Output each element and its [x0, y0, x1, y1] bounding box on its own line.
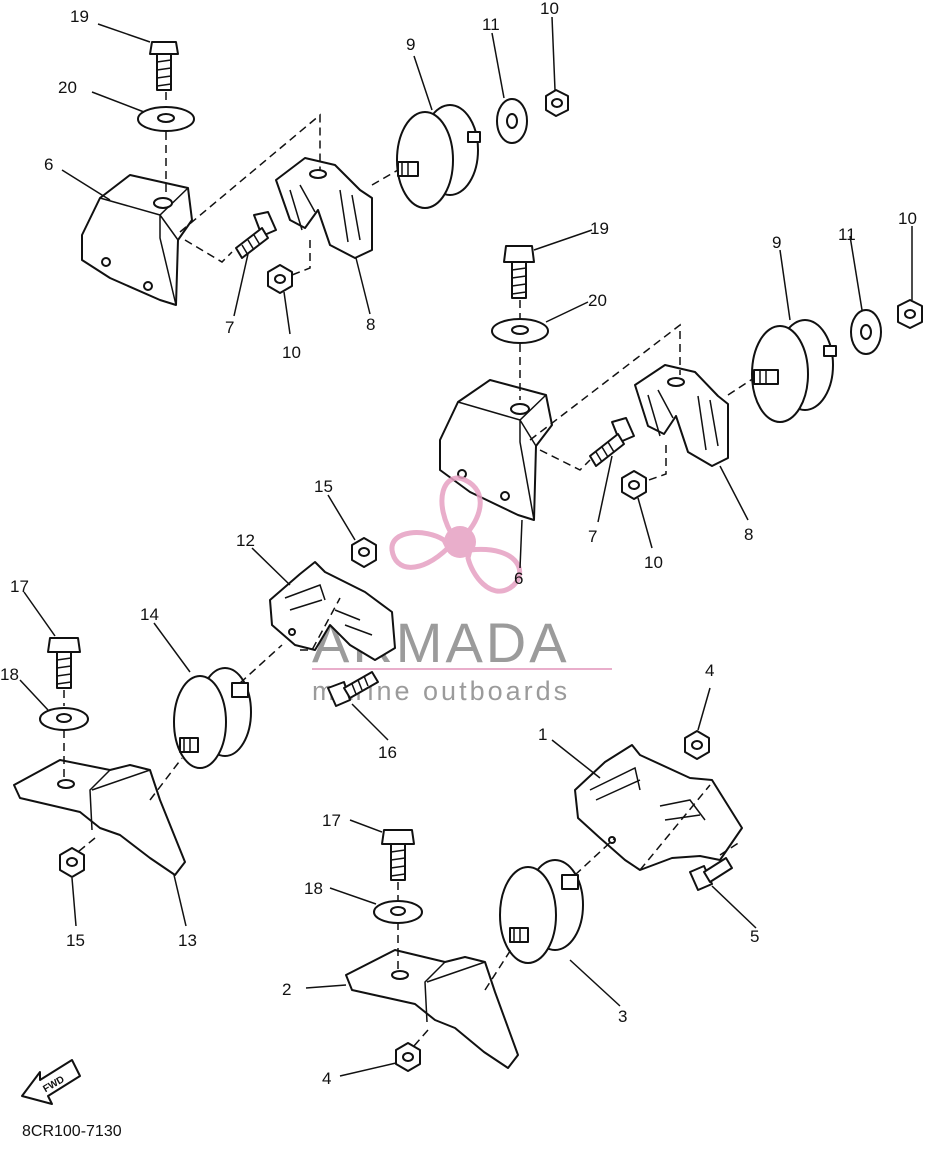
bracket-6-lower: [439, 379, 553, 521]
bracket-6-upper: [81, 174, 193, 306]
callout-16: 16: [378, 743, 397, 762]
callout-12: 12: [236, 531, 255, 550]
rubber-mount-9-lower: [751, 319, 837, 423]
bracket-8-upper: [275, 157, 373, 259]
callout-20: 20: [588, 291, 607, 310]
callout-6: 6: [514, 569, 523, 588]
upper-left-mount-assembly: [81, 41, 569, 306]
callout-4: 4: [705, 661, 714, 680]
nut-4-lower: [395, 1042, 421, 1072]
washer-20-lower: [491, 318, 549, 344]
bracket-8-lower: [634, 364, 729, 467]
nut-10-upper: [545, 89, 569, 117]
callout-17: 17: [10, 577, 29, 596]
middle-left-mount-assembly: [13, 537, 396, 878]
callout-15: 15: [314, 477, 333, 496]
propeller-logo-icon: [389, 475, 522, 594]
callout-11: 11: [838, 225, 856, 244]
callout-4: 4: [322, 1069, 331, 1088]
bolt-19-lower: [503, 245, 535, 299]
nut-10-lower-b: [621, 470, 647, 500]
callout-1: 1: [538, 725, 547, 744]
lower-right-mount-assembly: [345, 730, 743, 1072]
bolt-19-upper: [149, 41, 179, 91]
callout-3: 3: [618, 1007, 627, 1026]
rubber-mount-9-upper: [396, 104, 481, 209]
callout-8: 8: [744, 525, 753, 544]
callout-6: 6: [44, 155, 53, 174]
rubber-mount-3: [499, 859, 584, 964]
callout-13: 13: [178, 931, 197, 950]
bracket-1: [574, 744, 743, 871]
callout-leaders: [19, 16, 913, 1077]
nut-15-lower: [59, 847, 85, 878]
forward-arrow-icon: FWD: [21, 1059, 81, 1105]
callout-9: 9: [406, 35, 415, 54]
callout-19: 19: [590, 219, 609, 238]
bolt-17-upper: [47, 637, 81, 689]
callout-19: 19: [70, 7, 89, 26]
washer-20-upper: [137, 106, 195, 132]
bracket-13: [13, 759, 186, 876]
callout-labels: 19 20 6 9 11 10 7 10 8 19 20 9 11 10 7 8…: [0, 0, 917, 1088]
callout-7: 7: [588, 527, 597, 546]
callout-9: 9: [772, 233, 781, 252]
upper-right-mount-assembly: [439, 245, 923, 521]
callout-15: 15: [66, 931, 85, 950]
callout-10: 10: [898, 209, 917, 228]
callout-2: 2: [282, 980, 291, 999]
callout-14: 14: [140, 605, 159, 624]
callout-8: 8: [366, 315, 375, 334]
callout-5: 5: [750, 927, 759, 946]
callout-10: 10: [540, 0, 559, 18]
callout-17: 17: [322, 811, 341, 830]
callout-18: 18: [304, 879, 323, 898]
callout-11: 11: [482, 15, 500, 34]
rubber-mount-14: [173, 667, 252, 769]
bolt-7-lower: [589, 417, 635, 467]
washer-18-lower: [373, 900, 423, 924]
nut-10-upper-b: [267, 264, 293, 294]
bolt-16: [327, 671, 379, 707]
bolt-7-upper: [235, 211, 277, 259]
callout-10: 10: [282, 343, 301, 362]
bracket-2: [345, 949, 519, 1069]
callout-7: 7: [225, 318, 234, 337]
callout-18: 18: [0, 665, 19, 684]
nut-4-upper: [684, 730, 710, 760]
callout-20: 20: [58, 78, 77, 97]
bolt-5: [689, 857, 733, 891]
washer-18-upper: [39, 707, 89, 731]
callout-10: 10: [644, 553, 663, 572]
diagram-code: 8CR100-7130: [22, 1123, 122, 1140]
nut-10-lower: [897, 299, 923, 329]
bolt-17-lower: [381, 829, 415, 881]
nut-15-upper: [351, 537, 377, 568]
